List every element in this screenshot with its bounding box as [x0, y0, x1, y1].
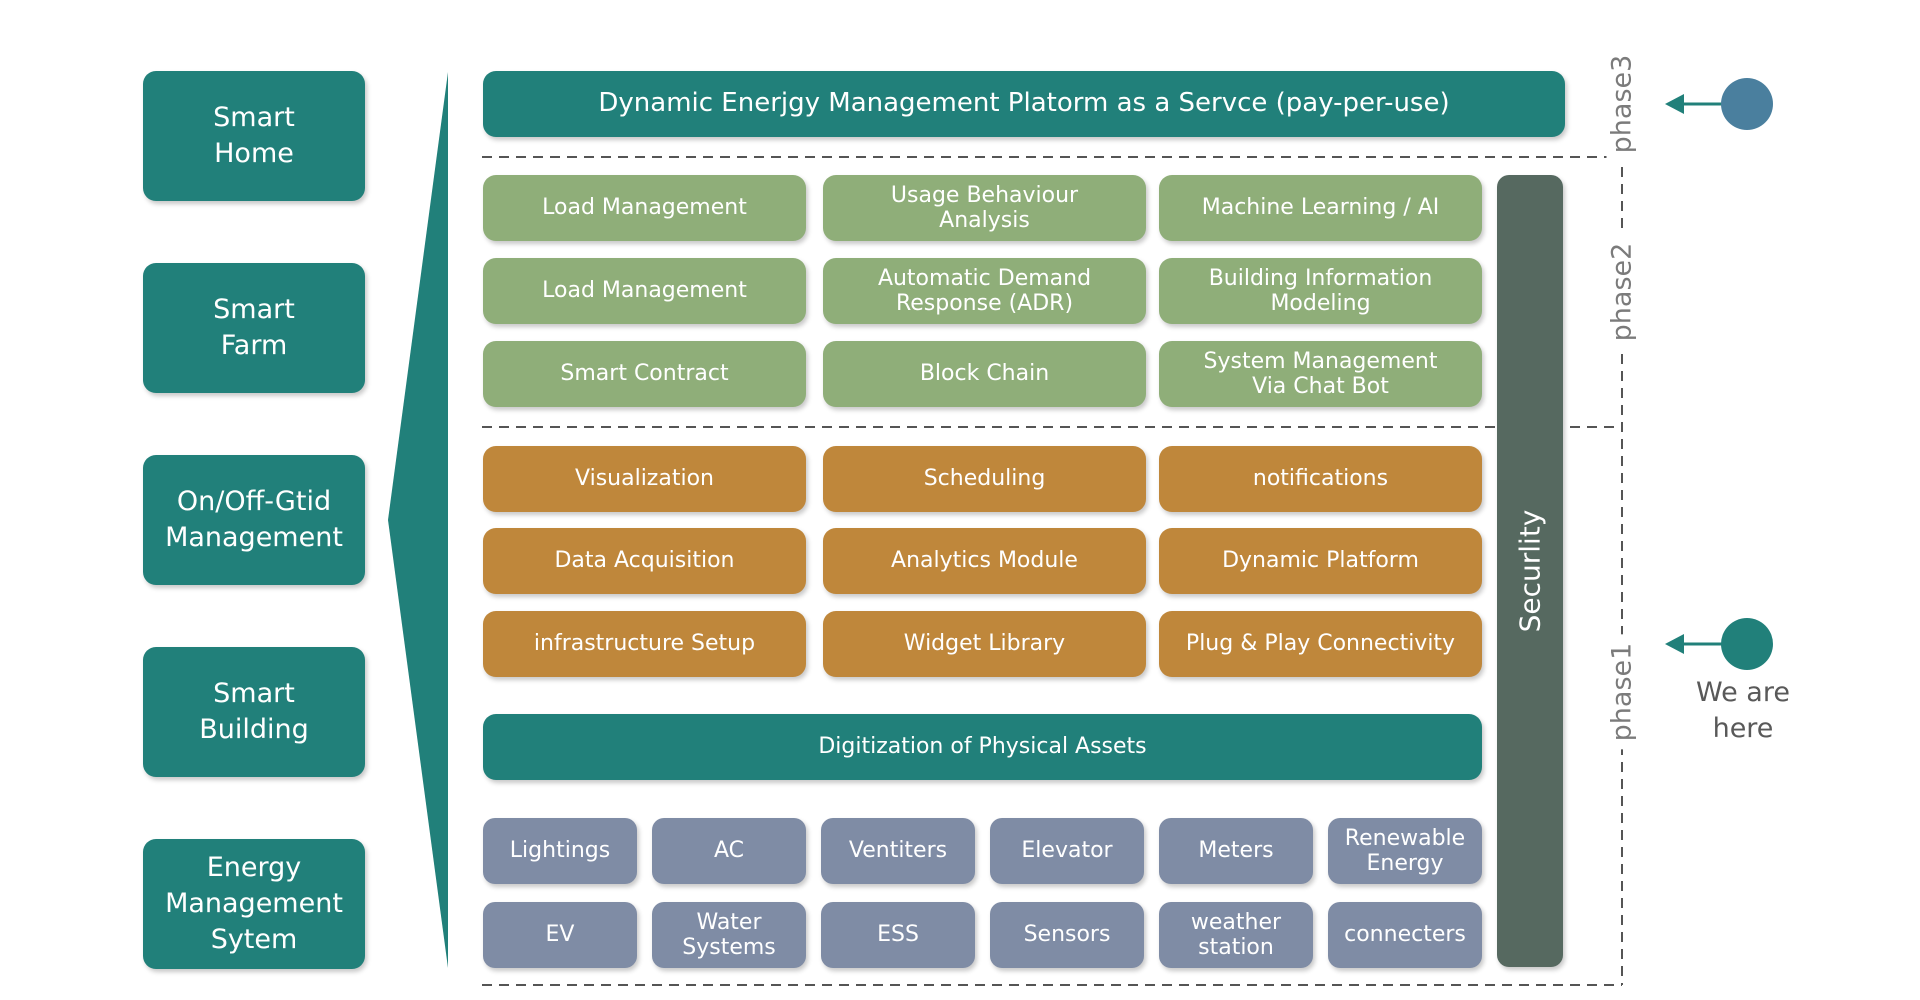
- asset-box: ESS: [821, 902, 975, 968]
- asset-box: AC: [652, 818, 806, 884]
- phase2-module: Load Management: [483, 175, 806, 241]
- phase1-module: Widget Library: [823, 611, 1146, 677]
- phase1-module: Data Acquisition: [483, 528, 806, 594]
- asset-box: EV: [483, 902, 637, 968]
- we-are-here-label: We are here: [1696, 677, 1790, 745]
- phase2-module: System Management Via Chat Bot: [1159, 341, 1482, 407]
- phase2-module: Machine Learning / AI: [1159, 175, 1482, 241]
- asset-box: Water Systems: [652, 902, 806, 968]
- asset-box: Lightings: [483, 818, 637, 884]
- smart-farm-box: Smart Farm: [143, 263, 365, 393]
- phase3-label: phase3: [1606, 46, 1638, 162]
- current-phase-marker: [1721, 618, 1773, 670]
- asset-box: connecters: [1328, 902, 1482, 968]
- asset-box: weather station: [1159, 902, 1313, 968]
- smart-building-box: Smart Building: [143, 647, 365, 777]
- energy-management-box: Energy Management Sytem: [143, 839, 365, 969]
- asset-box: Renewable Energy: [1328, 818, 1482, 884]
- current-arrow-head: [1665, 634, 1684, 654]
- phase1-module: notifications: [1159, 446, 1482, 512]
- grid-management-box: On/Off-Gtid Management: [143, 455, 365, 585]
- funnel-shape: [388, 72, 448, 968]
- phase1-label: phase1: [1606, 634, 1638, 750]
- digitization-bar: Digitization of Physical Assets: [483, 714, 1482, 780]
- phase1-module: Visualization: [483, 446, 806, 512]
- phase1-module: infrastructure Setup: [483, 611, 806, 677]
- phase2-module: Smart Contract: [483, 341, 806, 407]
- phase1-module: Scheduling: [823, 446, 1146, 512]
- security-bar: Securlity: [1497, 175, 1563, 967]
- asset-box: Ventiters: [821, 818, 975, 884]
- phase1-module: Dynamic Platform: [1159, 528, 1482, 594]
- phase2-module: Load Management: [483, 258, 806, 324]
- asset-box: Meters: [1159, 818, 1313, 884]
- phase2-module: Automatic Demand Response (ADR): [823, 258, 1146, 324]
- phase3-arrow-head: [1665, 94, 1684, 114]
- security-label: Securlity: [1513, 509, 1547, 633]
- phase1-module: Plug & Play Connectivity: [1159, 611, 1482, 677]
- phase1-module: Analytics Module: [823, 528, 1146, 594]
- phase2-label: phase2: [1606, 234, 1638, 350]
- platform-bar: Dynamic Enerjgy Management Platorm as a …: [483, 71, 1565, 137]
- phase2-module: Usage Behaviour Analysis: [823, 175, 1146, 241]
- asset-box: Sensors: [990, 902, 1144, 968]
- phase2-module: Block Chain: [823, 341, 1146, 407]
- smart-home-box: Smart Home: [143, 71, 365, 201]
- asset-box: Elevator: [990, 818, 1144, 884]
- phase2-module: Building Information Modeling: [1159, 258, 1482, 324]
- phase3-marker: [1721, 78, 1773, 130]
